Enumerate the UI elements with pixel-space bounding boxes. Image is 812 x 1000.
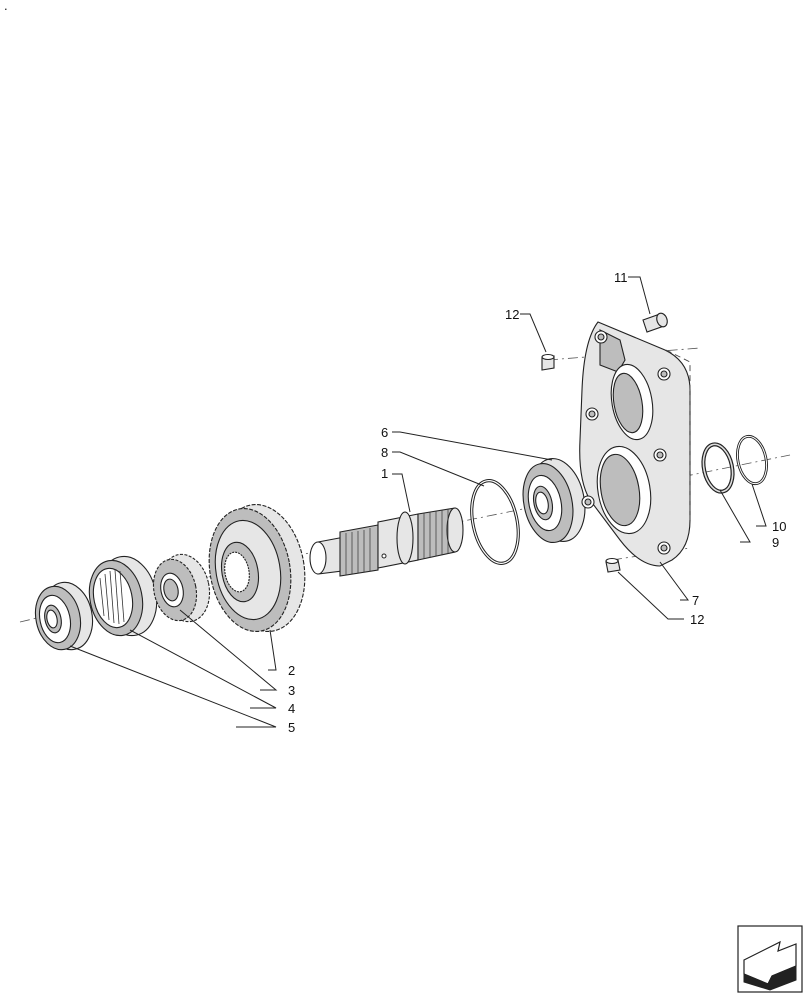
leader-lines xyxy=(69,276,767,728)
callout-2: 2 xyxy=(288,663,295,678)
part-5-bearing[interactable] xyxy=(30,578,99,654)
part-12-dowel-pin-lower[interactable] xyxy=(605,557,621,573)
part-12-dowel-pin-upper[interactable] xyxy=(541,353,555,371)
part-3-small-gear[interactable] xyxy=(148,550,216,626)
part-11-bolt[interactable] xyxy=(642,312,669,333)
callout-10: 10 xyxy=(772,519,786,534)
part-4-needle-bearing[interactable] xyxy=(83,551,164,641)
callout-7: 7 xyxy=(692,593,699,608)
callout-8: 8 xyxy=(381,445,388,460)
callout-6: 6 xyxy=(381,425,388,440)
callout-3: 3 xyxy=(288,683,295,698)
part-7-housing[interactable] xyxy=(579,321,691,567)
part-8-snap-ring[interactable] xyxy=(465,476,526,567)
part-6-ball-bearing[interactable] xyxy=(516,454,592,548)
part-1-shaft[interactable] xyxy=(309,507,464,577)
callout-1: 1 xyxy=(381,466,388,481)
part-10-circlip[interactable] xyxy=(733,434,770,487)
callout-4: 4 xyxy=(288,701,295,716)
callout-5: 5 xyxy=(288,720,295,735)
callout-11: 11 xyxy=(614,270,628,285)
corner-mark: . xyxy=(4,0,8,13)
callout-12-lower: 12 xyxy=(690,612,704,627)
part-9-o-ring[interactable] xyxy=(699,442,736,495)
next-page-arrow-icon[interactable] xyxy=(737,925,803,993)
callout-9: 9 xyxy=(772,535,779,550)
part-2-large-gear[interactable] xyxy=(200,498,315,639)
callout-12-upper: 12 xyxy=(505,307,519,322)
